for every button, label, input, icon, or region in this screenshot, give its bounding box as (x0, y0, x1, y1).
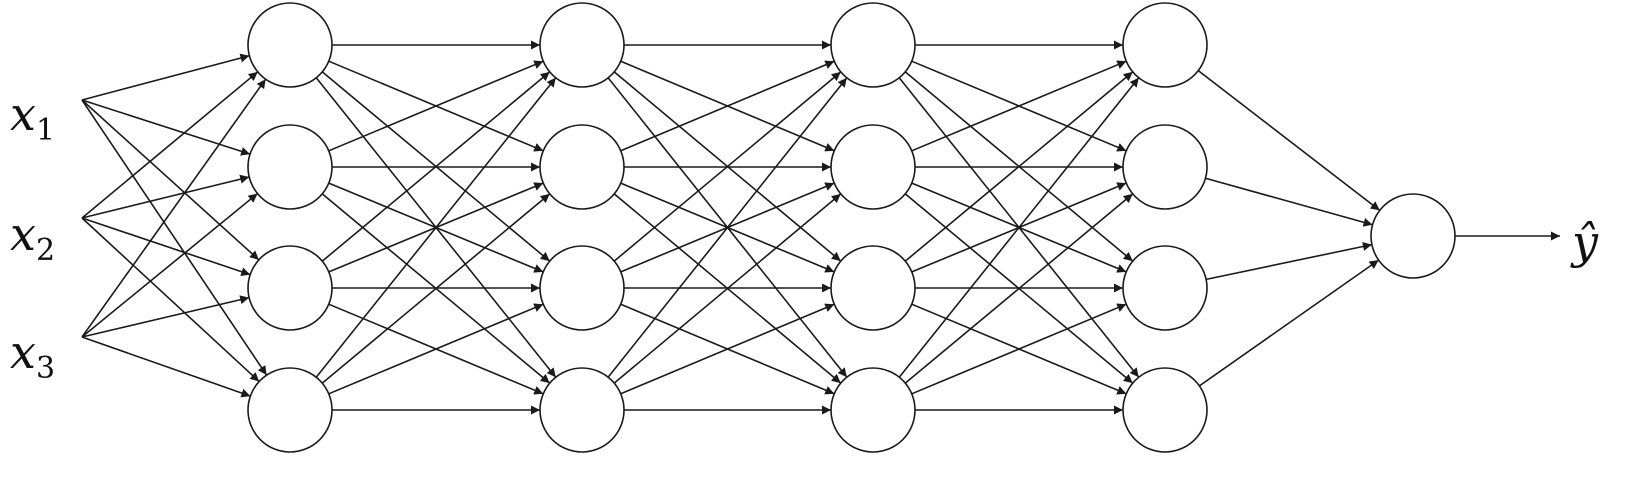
hidden-node-l1-2 (247, 124, 333, 210)
edge-l4-3-0 (1198, 259, 1380, 387)
edge-l0-2-3 (81, 336, 251, 398)
hidden-node-l2-2 (539, 124, 625, 210)
hidden-node-l3-4 (830, 367, 916, 453)
hidden-node-l1-3 (247, 245, 333, 331)
hidden-node-l1-1 (247, 2, 333, 88)
neuron-nodes (247, 2, 1456, 453)
edge-l1-1-0 (328, 60, 544, 152)
hidden-node-l3-3 (830, 245, 916, 331)
edge-l0-0-3 (81, 99, 268, 376)
edge-l0-1-0 (81, 71, 259, 219)
edge-l1-2-0 (321, 71, 551, 262)
input-label-3: x3 (10, 325, 55, 386)
hidden-node-l2-1 (539, 2, 625, 88)
edge-l2-2-0 (613, 71, 842, 262)
edge-l3-3-2 (911, 303, 1127, 395)
edge-l1-3-2 (328, 303, 544, 395)
hidden-node-l3-2 (830, 124, 916, 210)
edge-l1-3-1 (321, 193, 551, 384)
hidden-node-l4-4 (1122, 367, 1208, 453)
edge-l3-2-0 (904, 71, 1134, 262)
edge-l0-0-1 (81, 99, 251, 156)
edge-l4-2-0 (1205, 242, 1373, 281)
edge-l1-3-0 (315, 77, 557, 378)
connection-edges (81, 40, 1560, 415)
edge-l4-1-0 (1205, 177, 1373, 227)
edge-l0-2-0 (81, 78, 267, 338)
edge-l3-3-1 (904, 193, 1134, 384)
edge-l0-1-1 (81, 174, 250, 219)
edge-l0-1-2 (81, 217, 251, 276)
hidden-node-l4-3 (1122, 245, 1208, 331)
edge-l2-3-2 (620, 303, 835, 395)
edge-l0-0-0 (81, 53, 250, 101)
hidden-node-l4-1 (1122, 2, 1208, 88)
edge-l0-2-2 (81, 295, 250, 338)
output-label: ŷ (1570, 215, 1599, 269)
hidden-node-l2-4 (539, 367, 625, 453)
edge-l3-3-0 (898, 77, 1140, 378)
input-labels: x1 x2 x3 (10, 87, 55, 386)
edge-l4-0-0 (1197, 69, 1381, 212)
hidden-node-l1-4 (247, 367, 333, 453)
edge-l2-3-1 (613, 193, 842, 384)
edge-l0-1-3 (81, 217, 260, 383)
edge-l2-3-0 (607, 77, 848, 378)
input-label-2: x2 (10, 207, 55, 268)
hidden-node-l4-2 (1122, 124, 1208, 210)
hidden-node-l3-1 (830, 2, 916, 88)
edge-l0-0-2 (81, 99, 260, 261)
edge-l2-1-0 (620, 60, 835, 152)
edge-l3-1-0 (911, 60, 1127, 152)
hidden-node-l2-3 (539, 245, 625, 331)
input-label-1: x1 (10, 87, 55, 148)
output-node (1370, 193, 1456, 279)
edge-l0-2-1 (81, 192, 258, 338)
